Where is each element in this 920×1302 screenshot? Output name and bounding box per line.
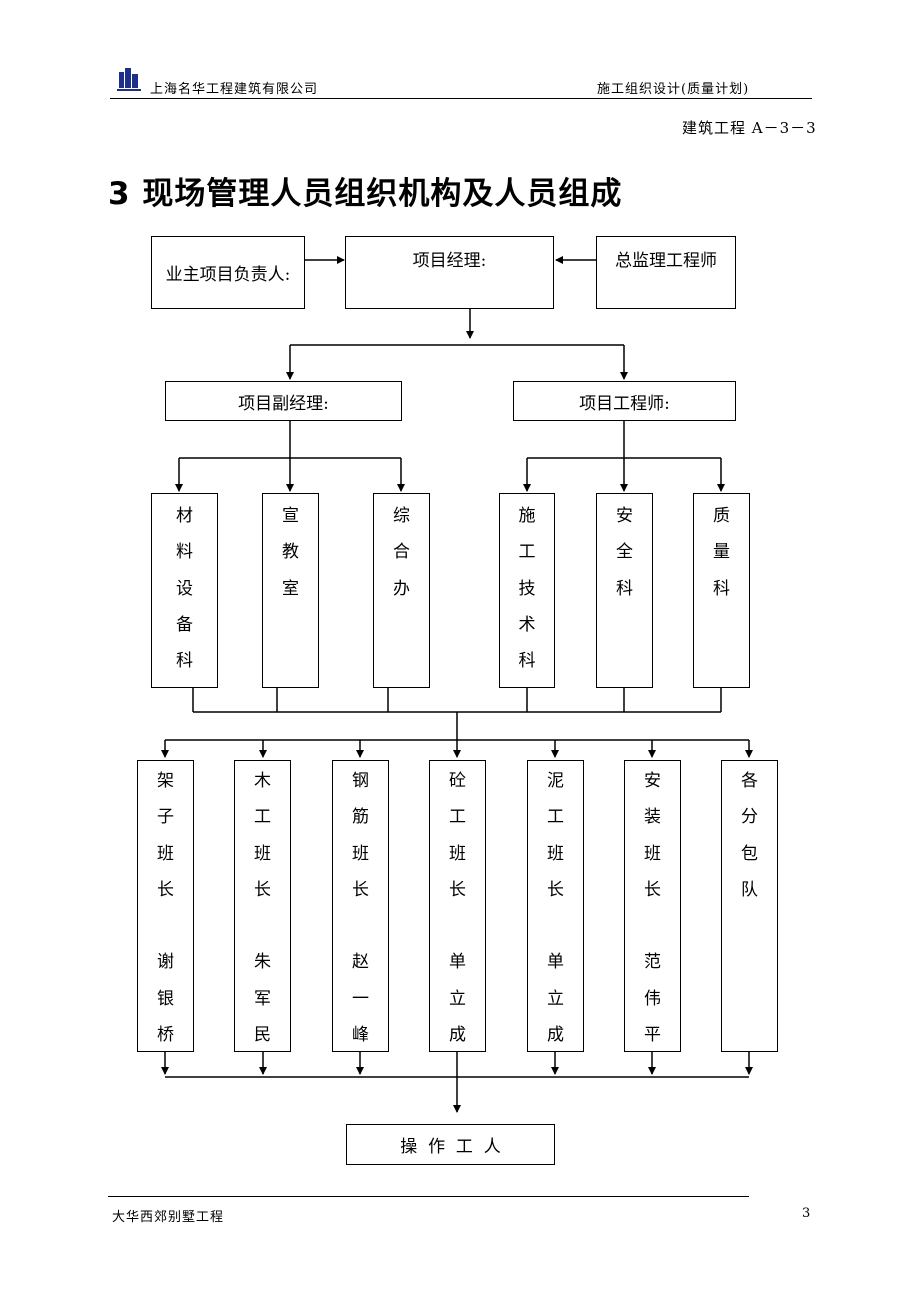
project-manager-label: 项目经理: xyxy=(412,251,487,271)
dept-materials-box: 材 料 设 备 科 xyxy=(151,493,218,688)
team-concrete-box: 砼 工 班 长 单 立 成 xyxy=(429,760,486,1052)
document-code: 建筑工程 A－3－3 xyxy=(682,119,817,137)
page-title: 3 现场管理人员组织机构及人员组成 xyxy=(108,176,623,212)
document-title: 施工组织设计(质量计划) xyxy=(597,82,750,97)
chief-supervisor-label: 总监理工程师 xyxy=(615,251,717,271)
project-manager-box: 项目经理: xyxy=(345,236,554,309)
footer-divider xyxy=(108,1196,749,1197)
workers-label: 操 作 工 人 xyxy=(400,1137,501,1157)
team-subcontractors-box: 各 分 包 队 xyxy=(721,760,778,1052)
company-logo-icon xyxy=(117,66,141,92)
team-installation-label: 安 装 班 长 范 伟 平 xyxy=(644,771,661,1046)
dept-education-label: 宣 教 室 xyxy=(282,506,299,599)
team-masonry-box: 泥 工 班 长 单 立 成 xyxy=(527,760,584,1052)
deputy-pm-box: 项目副经理: xyxy=(165,381,402,421)
owner-project-lead-box: 业主项目负责人: xyxy=(151,236,305,309)
dept-technical-label: 施 工 技 术 科 xyxy=(518,506,536,672)
footer-project-name: 大华西郊别墅工程 xyxy=(112,1210,225,1225)
team-installation-box: 安 装 班 长 范 伟 平 xyxy=(624,760,681,1052)
team-scaffold-box: 架 子 班 长 谢 银 桥 xyxy=(137,760,194,1052)
workers-box: 操 作 工 人 xyxy=(346,1124,555,1165)
project-engineer-box: 项目工程师: xyxy=(513,381,736,421)
chief-supervisor-box: 总监理工程师 xyxy=(596,236,736,309)
team-carpentry-label: 木 工 班 长 朱 军 民 xyxy=(254,771,271,1046)
page-number: 3 xyxy=(802,1206,811,1221)
company-name: 上海名华工程建筑有限公司 xyxy=(150,82,319,97)
team-concrete-label: 砼 工 班 长 单 立 成 xyxy=(449,771,466,1046)
team-rebar-box: 钢 筋 班 长 赵 一 峰 xyxy=(332,760,389,1052)
dept-safety-box: 安 全 科 xyxy=(596,493,653,688)
dept-education-box: 宣 教 室 xyxy=(262,493,319,688)
dept-quality-box: 质 量 科 xyxy=(693,493,750,688)
dept-materials-label: 材 料 设 备 科 xyxy=(176,506,193,672)
deputy-pm-label: 项目副经理: xyxy=(238,393,329,414)
team-rebar-label: 钢 筋 班 长 赵 一 峰 xyxy=(352,771,369,1046)
team-masonry-label: 泥 工 班 长 单 立 成 xyxy=(547,771,564,1046)
dept-general-office-box: 综 合 办 xyxy=(373,493,430,688)
team-scaffold-label: 架 子 班 长 谢 银 桥 xyxy=(157,771,174,1046)
dept-safety-label: 安 全 科 xyxy=(616,506,633,599)
dept-technical-box: 施 工 技 术 科 xyxy=(499,493,555,688)
dept-quality-label: 质 量 科 xyxy=(713,506,730,599)
team-carpentry-box: 木 工 班 长 朱 军 民 xyxy=(234,760,291,1052)
dept-general-office-label: 综 合 办 xyxy=(393,506,410,599)
team-subcontractors-label: 各 分 包 队 xyxy=(741,771,758,900)
owner-project-lead-label: 业主项目负责人: xyxy=(165,265,291,285)
project-engineer-label: 项目工程师: xyxy=(579,393,670,414)
header-divider xyxy=(110,98,812,99)
